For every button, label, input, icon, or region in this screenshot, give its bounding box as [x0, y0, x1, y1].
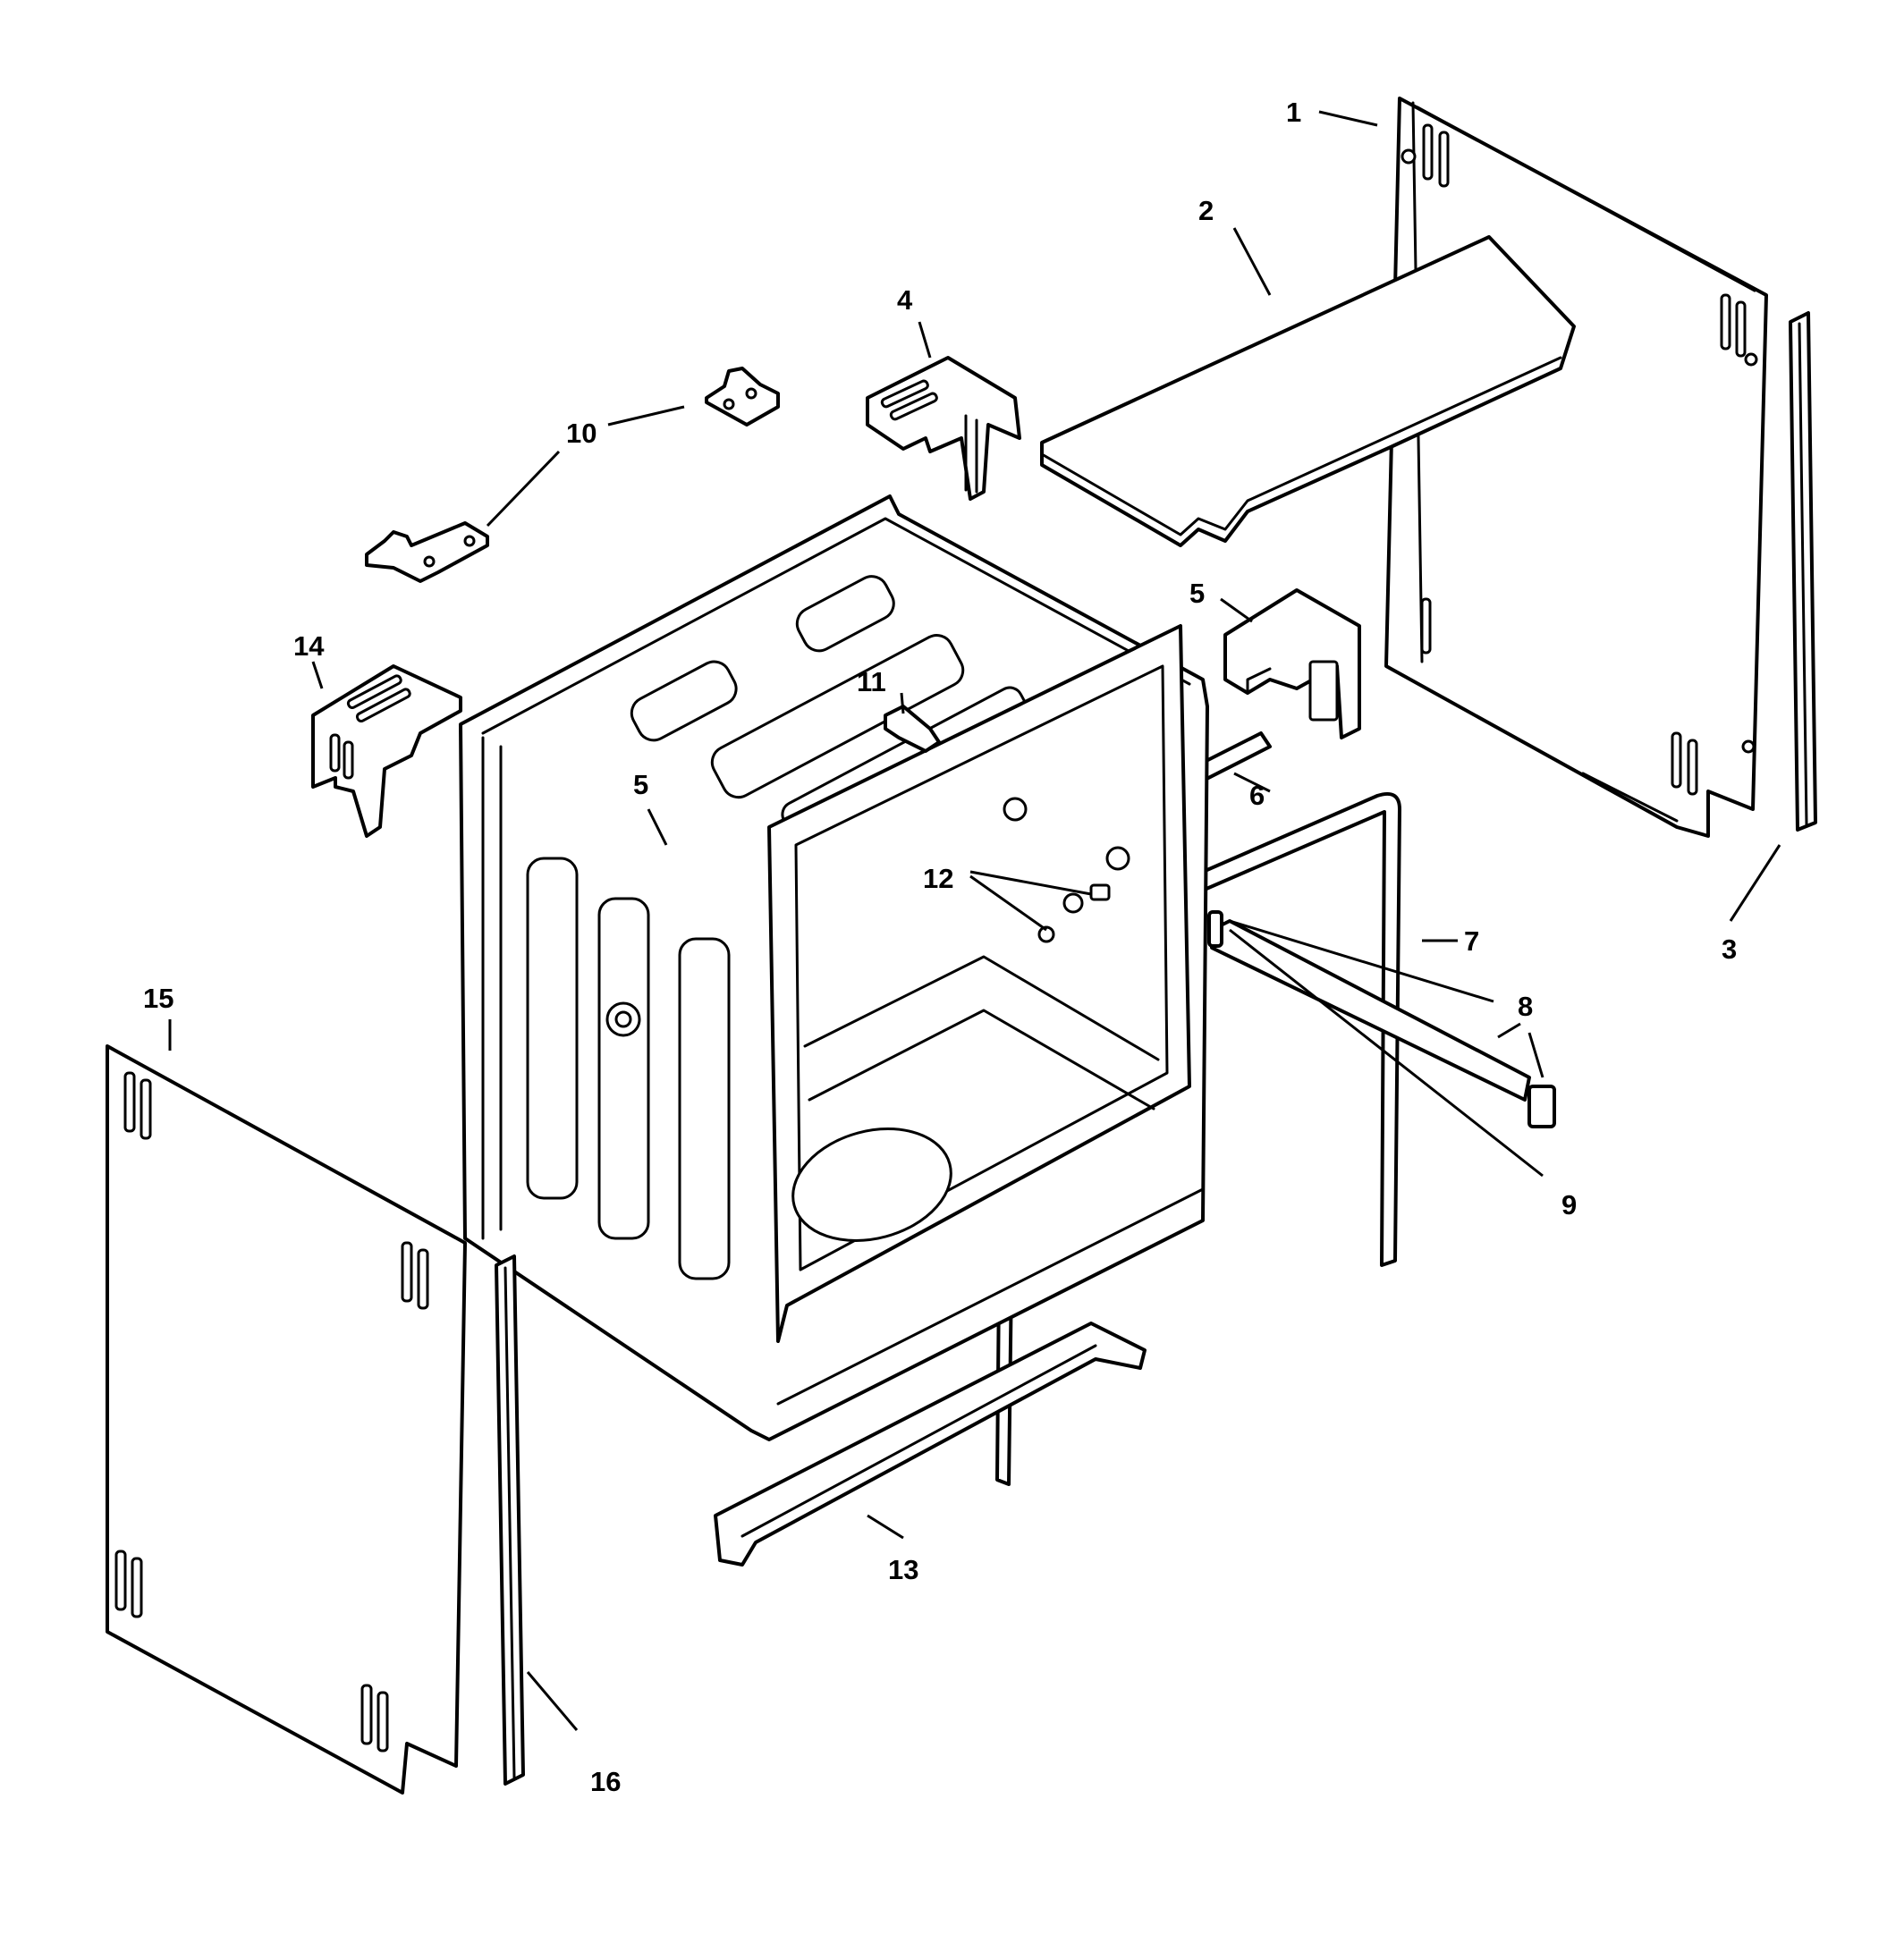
callout-5-right: 5: [1189, 578, 1205, 609]
part-1-right-side-panel: [1384, 97, 1768, 838]
part-11-clip: [884, 705, 941, 753]
callout-6: 6: [1249, 780, 1265, 811]
part-4-corner-bracket: [866, 356, 1021, 501]
callout-5-left: 5: [633, 769, 648, 800]
part-10-mounting-brackets: [365, 367, 780, 583]
callout-4: 4: [897, 284, 913, 316]
callout-9: 9: [1561, 1189, 1577, 1220]
part-13-base-rail: [714, 1322, 1147, 1567]
callout-8: 8: [1518, 991, 1533, 1022]
callout-14: 14: [293, 630, 325, 662]
callout-12: 12: [923, 863, 953, 894]
callout-15: 15: [143, 983, 173, 1014]
callout-16: 16: [590, 1766, 621, 1797]
tub-assembly: [459, 494, 1209, 1441]
part-8-lower-rail: [1207, 910, 1556, 1128]
part-3-right-trim-strip: [1789, 311, 1817, 832]
callout-1: 1: [1286, 97, 1301, 128]
callout-7: 7: [1464, 925, 1479, 957]
callout-10: 10: [566, 418, 597, 449]
part-16-left-trim-strip: [495, 1254, 525, 1786]
part-14-left-bracket: [311, 664, 462, 838]
callout-3: 3: [1722, 933, 1737, 965]
callout-13: 13: [888, 1554, 918, 1585]
part-2-top-board: [1040, 235, 1576, 547]
part-12-fasteners: [1003, 797, 1130, 943]
part-15-left-side-panel: [106, 1044, 467, 1795]
callout-labels: 1 2 3 4 5 5 6 7 8 9 10 11 12 13 14 15 16: [143, 97, 1737, 1797]
callout-2: 2: [1198, 195, 1214, 226]
callout-11: 11: [857, 666, 886, 697]
part-5-clip-bracket-right: [1223, 588, 1361, 739]
leader-lines: [168, 110, 1781, 1731]
